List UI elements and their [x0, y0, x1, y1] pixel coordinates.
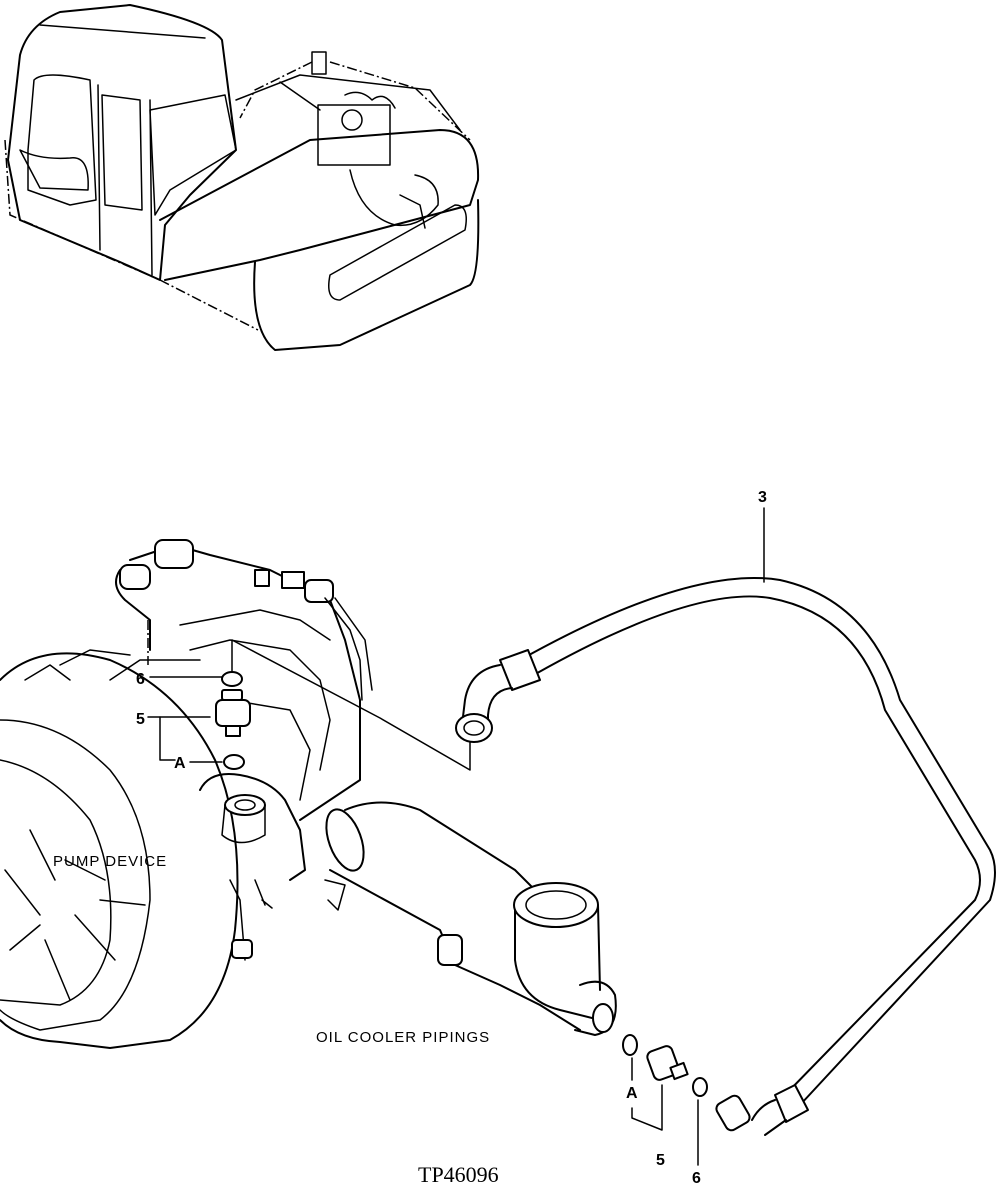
lower-oring-a: [622, 1034, 638, 1056]
upper-oring: [221, 671, 243, 687]
leader-lines: [147, 507, 765, 1166]
callout-switch-lower: 5: [656, 1152, 665, 1169]
hose-assembly: [455, 576, 996, 1136]
excavator-overview: [4, 4, 480, 351]
callout-point-a-upper: A: [174, 755, 186, 772]
lower-oring-and-switch: [622, 1034, 708, 1097]
upper-oring-and-switch: [215, 671, 251, 770]
callout-hose: 3: [758, 489, 767, 506]
callout-oring-lower: 6: [692, 1170, 701, 1184]
pump-device-assembly: [0, 539, 373, 1049]
lower-oring: [692, 1077, 708, 1097]
drawing-code: TP46096: [418, 1162, 499, 1184]
callout-switch-upper: 5: [136, 711, 145, 728]
upper-oring-a: [223, 754, 245, 770]
callout-point-a-lower: A: [626, 1085, 638, 1102]
oil-cooler-pipings-label: OIL COOLER PIPINGS: [316, 1029, 490, 1046]
upper-switch: [215, 699, 251, 727]
callout-oring-upper: 6: [136, 671, 145, 688]
oil-cooler-pipe-body: [324, 801, 617, 1036]
pump-device-label: PUMP DEVICE: [53, 853, 167, 870]
